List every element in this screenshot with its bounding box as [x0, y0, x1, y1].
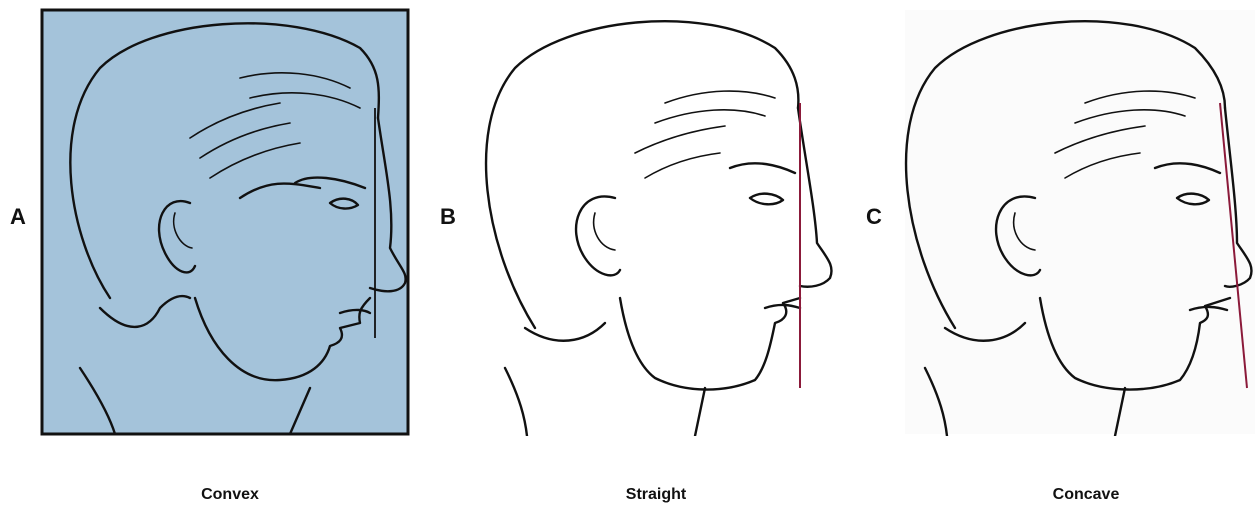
panel-c-caption: Concave [986, 486, 1186, 504]
panel-b-straight-profile [465, 8, 835, 436]
panel-a-convex-profile [40, 8, 410, 436]
panel-a-letter: A [10, 204, 26, 230]
panel-c-letter: C [866, 204, 882, 230]
head-profile-drawing-icon [465, 8, 835, 436]
panel-b-caption: Straight [556, 486, 756, 504]
head-profile-drawing-icon [40, 8, 410, 436]
panel-a-caption: Convex [130, 486, 330, 504]
head-profile-drawing-icon [885, 8, 1255, 436]
panel-b-letter: B [440, 204, 456, 230]
panel-c-concave-profile [885, 8, 1255, 436]
